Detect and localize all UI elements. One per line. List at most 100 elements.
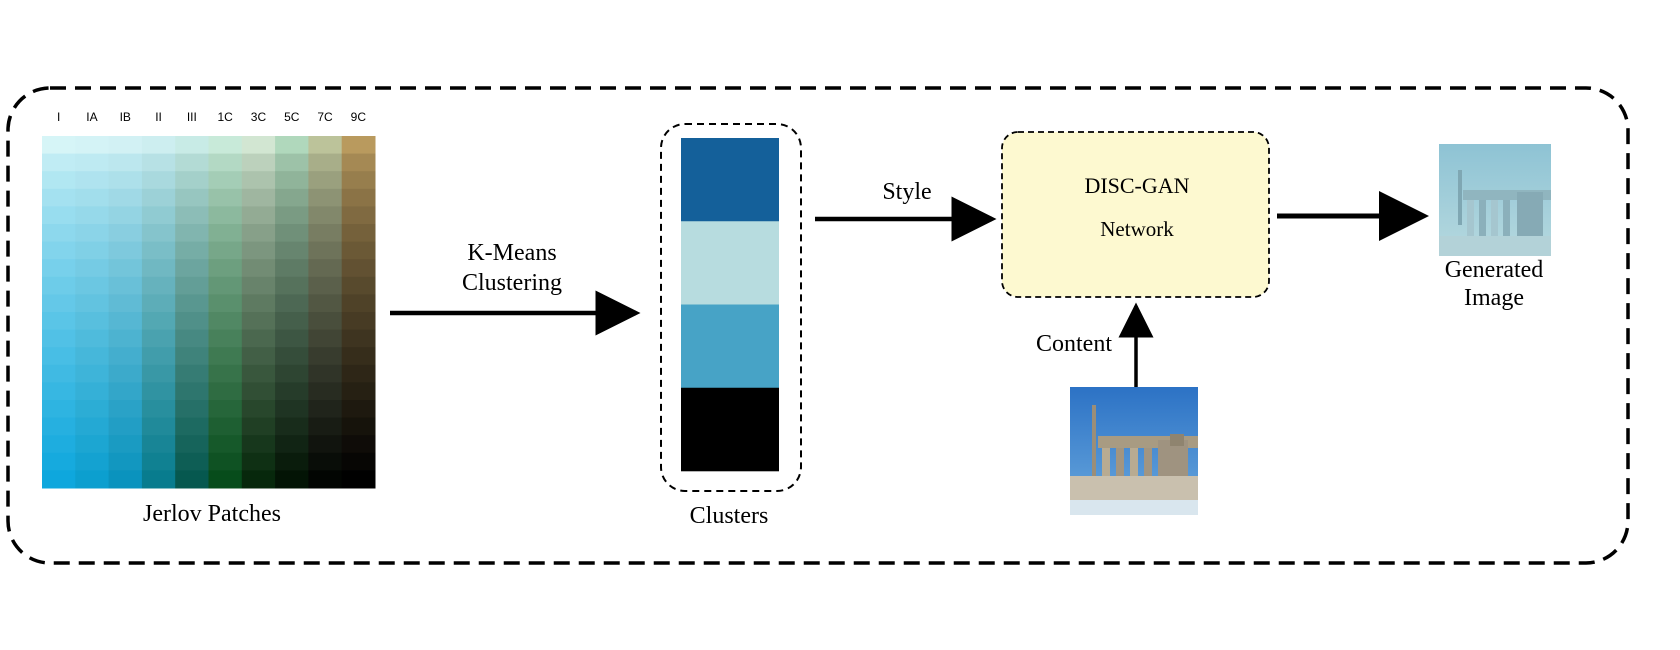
jerlov-patch	[175, 259, 209, 278]
jerlov-patch	[108, 206, 143, 225]
jerlov-patch	[241, 470, 276, 489]
jerlov-patch	[141, 206, 176, 225]
jerlov-patch	[141, 452, 176, 471]
jerlov-patch	[241, 206, 276, 225]
jerlov-patch	[275, 294, 309, 313]
jerlov-patch	[42, 364, 76, 383]
jerlov-patch	[175, 224, 209, 243]
jerlov-patch	[241, 417, 276, 436]
jerlov-patch	[108, 276, 143, 295]
jerlov-patch	[275, 241, 309, 260]
jerlov-patch	[175, 452, 209, 471]
jerlov-patch	[175, 329, 209, 348]
jerlov-column-label: IA	[86, 110, 97, 124]
jerlov-patch	[175, 312, 209, 331]
jerlov-patch	[42, 136, 76, 155]
jerlov-patch	[75, 224, 110, 243]
jerlov-patch	[42, 347, 76, 366]
jerlov-patch	[75, 136, 110, 155]
jerlov-patch	[42, 241, 76, 260]
jerlov-patch	[308, 400, 343, 419]
jerlov-patch	[308, 276, 343, 295]
jerlov-patch	[208, 224, 243, 243]
jerlov-patch	[75, 452, 110, 471]
jerlov-patch	[108, 294, 143, 313]
jerlov-patch	[108, 400, 143, 419]
jerlov-patch	[108, 452, 143, 471]
jerlov-patch	[208, 400, 243, 419]
jerlov-patch	[42, 206, 76, 225]
jerlov-patch	[141, 382, 176, 401]
jerlov-patch	[175, 364, 209, 383]
jerlov-patch	[108, 136, 143, 155]
jerlov-patch	[42, 259, 76, 278]
jerlov-patch	[275, 382, 309, 401]
jerlov-patch	[42, 153, 76, 172]
jerlov-patch	[175, 294, 209, 313]
jerlov-patch	[341, 188, 376, 207]
jerlov-column-label: 3C	[251, 110, 267, 124]
jerlov-patch	[175, 153, 209, 172]
jerlov-patch	[208, 470, 243, 489]
jerlov-patch	[275, 329, 309, 348]
style-label: Style	[882, 179, 931, 205]
jerlov-patch	[175, 276, 209, 295]
jerlov-patch	[175, 241, 209, 260]
jerlov-patch	[108, 382, 143, 401]
jerlov-patch	[208, 312, 243, 331]
jerlov-patches-title: Jerlov Patches	[143, 501, 281, 527]
jerlov-patch	[241, 224, 276, 243]
jerlov-patch	[308, 435, 343, 454]
jerlov-patch	[141, 259, 176, 278]
jerlov-patch	[341, 136, 376, 155]
jerlov-patch	[208, 329, 243, 348]
jerlov-patch	[108, 347, 143, 366]
jerlov-patch	[75, 312, 110, 331]
jerlov-patch	[175, 417, 209, 436]
jerlov-patch	[241, 171, 276, 190]
kmeans-label-line1: K-Means	[467, 240, 556, 266]
jerlov-patch	[308, 241, 343, 260]
jerlov-patch	[308, 153, 343, 172]
jerlov-patch	[42, 435, 76, 454]
cluster-swatch	[681, 138, 779, 222]
jerlov-patch	[308, 347, 343, 366]
jerlov-patch	[275, 452, 309, 471]
jerlov-patch	[241, 294, 276, 313]
jerlov-patches-grid	[42, 136, 376, 489]
jerlov-patch	[308, 452, 343, 471]
jerlov-patch	[175, 206, 209, 225]
jerlov-patch	[208, 452, 243, 471]
jerlov-column-label: 1C	[217, 110, 233, 124]
jerlov-patch	[75, 276, 110, 295]
jerlov-patch	[141, 312, 176, 331]
jerlov-patch	[75, 206, 110, 225]
jerlov-patch	[108, 224, 143, 243]
jerlov-patch	[241, 435, 276, 454]
jerlov-patch	[141, 400, 176, 419]
jerlov-patch	[241, 188, 276, 207]
jerlov-patch	[141, 276, 176, 295]
jerlov-patch	[75, 400, 110, 419]
jerlov-patch	[75, 188, 110, 207]
jerlov-patch	[208, 171, 243, 190]
jerlov-patch	[341, 241, 376, 260]
jerlov-patch	[275, 400, 309, 419]
kmeans-label-line2: Clustering	[462, 270, 562, 296]
content-image	[1070, 387, 1198, 515]
jerlov-patch	[175, 347, 209, 366]
jerlov-column-label: 5C	[284, 110, 300, 124]
jerlov-patch	[241, 241, 276, 260]
jerlov-patch	[341, 276, 376, 295]
jerlov-patch	[175, 470, 209, 489]
jerlov-patch	[241, 312, 276, 331]
disc-gan-network-box	[1001, 131, 1270, 298]
jerlov-patch	[108, 329, 143, 348]
jerlov-patch	[208, 382, 243, 401]
jerlov-patch	[275, 224, 309, 243]
jerlov-patch	[75, 294, 110, 313]
jerlov-patch	[341, 329, 376, 348]
jerlov-patch	[108, 171, 143, 190]
jerlov-patch	[75, 171, 110, 190]
